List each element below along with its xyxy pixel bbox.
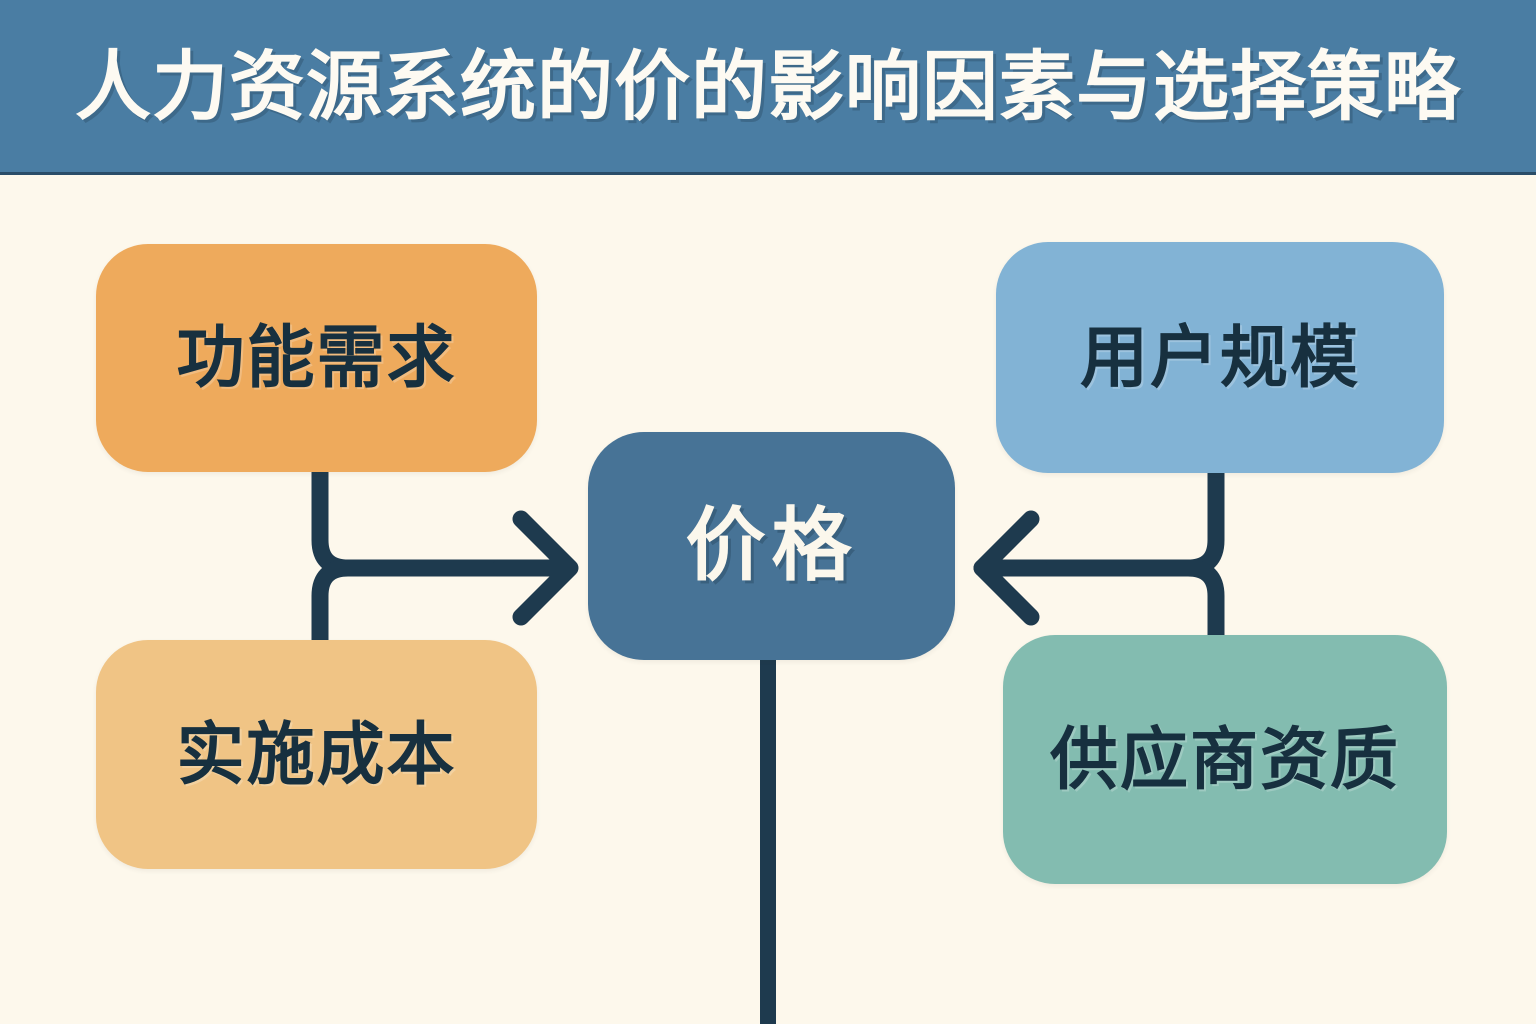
right-merge-arrow [973, 462, 1225, 650]
node-function-requirements[interactable]: 功能需求 [96, 244, 537, 472]
node-label-user-scale: 用户规模 [1079, 319, 1360, 396]
node-label-vendor-qualification: 供应商资质 [1049, 721, 1400, 798]
node-price[interactable]: 价格 [588, 432, 955, 660]
header-band: 人力资源系统的价的影响因素与选择策略 [0, 0, 1536, 175]
page-title: 人力资源系统的价的影响因素与选择策略 [75, 45, 1461, 130]
node-label-price: 价格 [685, 501, 858, 590]
node-label-function-requirements: 功能需求 [176, 320, 457, 396]
node-implementation-cost[interactable]: 实施成本 [96, 640, 537, 869]
node-label-implementation-cost: 实施成本 [176, 716, 457, 793]
node-user-scale[interactable]: 用户规模 [996, 242, 1444, 473]
node-vendor-qualification[interactable]: 供应商资质 [1003, 635, 1447, 884]
left-merge-arrow [311, 462, 579, 655]
